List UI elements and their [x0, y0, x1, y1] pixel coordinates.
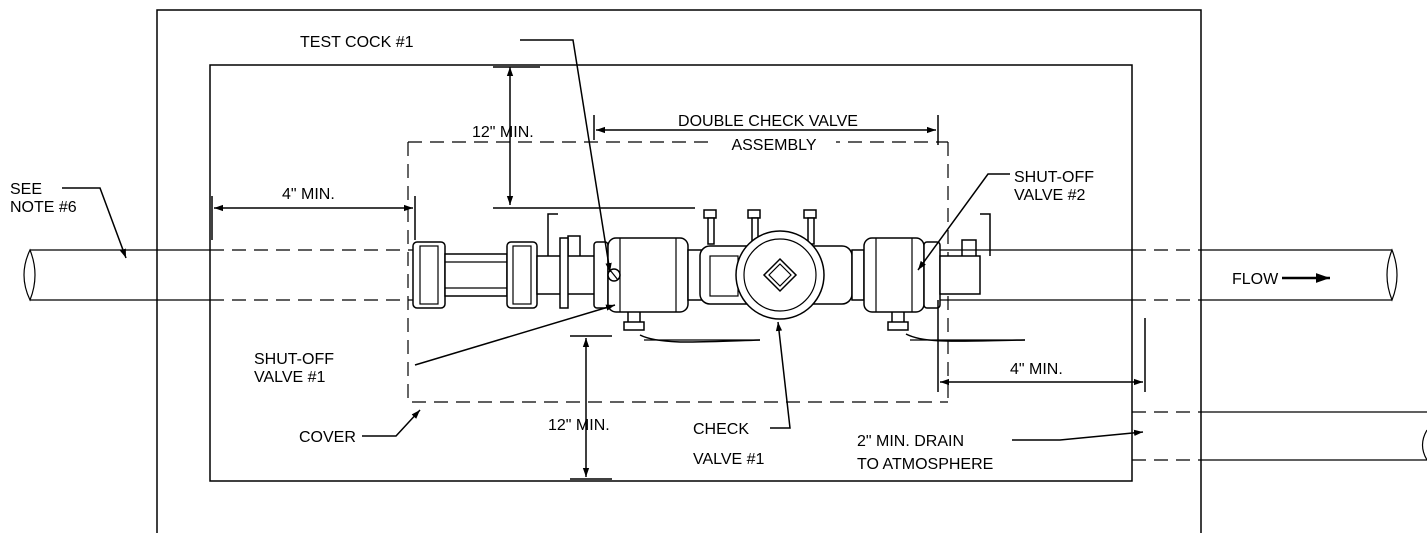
bottom-clearance-label: 12" MIN. [548, 417, 610, 434]
cover-label: COVER [299, 429, 356, 446]
drain-pipe [1132, 411, 1427, 461]
top-clearance-label: 12" MIN. [472, 124, 534, 141]
test-cocks [703, 209, 817, 245]
flow-label: FLOW [1232, 271, 1279, 288]
test-cock-label: TEST COCK #1 [300, 34, 414, 51]
double-check-valve-assembly [412, 209, 1026, 343]
dimensions [211, 66, 1146, 480]
vault-box [209, 64, 1133, 482]
outer-enclosure [156, 9, 1202, 533]
assembly-label-bg [712, 136, 836, 152]
left-clearance-label: 4" MIN. [282, 186, 335, 203]
main-pipe [23, 248, 1398, 302]
leaders [62, 39, 1330, 441]
cover-outline [407, 141, 949, 403]
right-clearance-label: 4" MIN. [1010, 361, 1063, 378]
